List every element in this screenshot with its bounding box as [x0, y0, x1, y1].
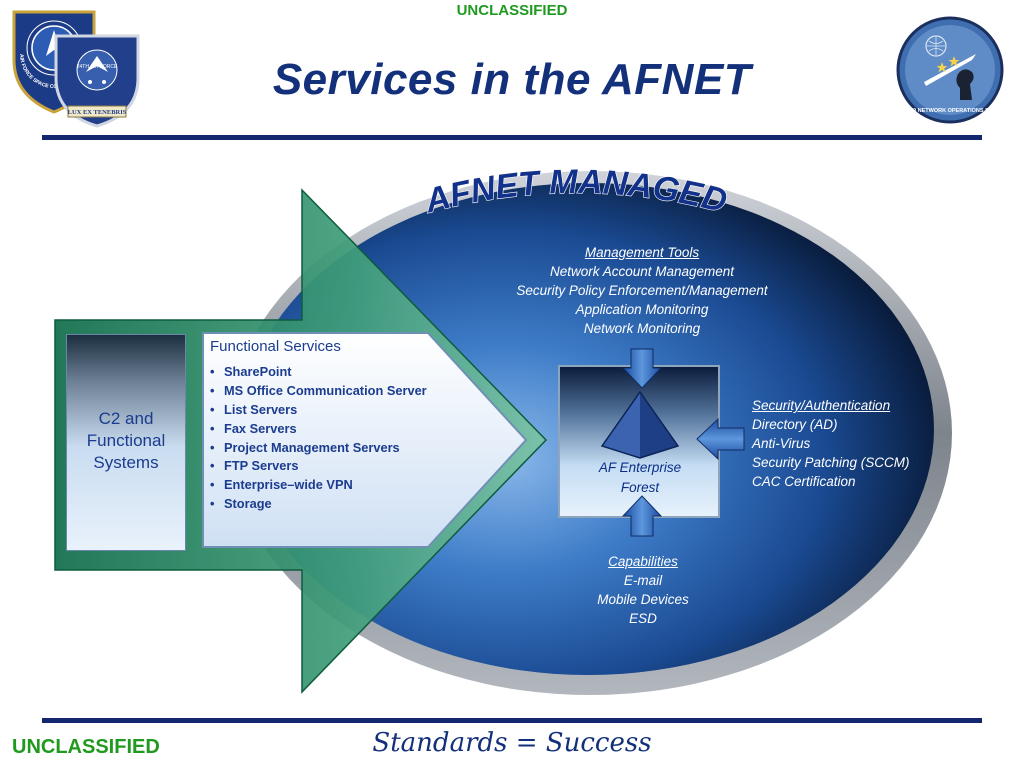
list-item: Network Monitoring — [583, 321, 701, 336]
top-divider — [42, 135, 982, 140]
network-operations-squadron-patch: 850 NETWORK OPERATIONS SQ — [896, 16, 1004, 124]
svg-text:24TH AIR FORCE: 24TH AIR FORCE — [77, 64, 118, 70]
list-item: Mobile Devices — [597, 592, 689, 607]
forest-pyramid-icon — [600, 390, 680, 459]
list-item: List Servers — [208, 401, 427, 420]
management-tools-block: Management Tools Network Account Managem… — [462, 243, 822, 338]
security-authentication-block: Security/Authentication Directory (AD) A… — [752, 396, 910, 491]
footer-slogan: Standards = Success — [372, 728, 652, 758]
svg-text:LUX EX TENEBRIS: LUX EX TENEBRIS — [68, 109, 127, 116]
list-item: Storage — [208, 495, 427, 514]
c2-functional-systems-label: C2 and Functional Systems — [86, 409, 166, 472]
list-item: Anti-Virus — [752, 436, 811, 451]
bottom-divider — [42, 718, 982, 723]
command-logos: AIR FORCE SPACE COMMAND 24TH AIR FORCE L… — [12, 10, 140, 128]
af-enterprise-forest-label: AF Enterprise Forest — [560, 458, 720, 498]
24th-air-force-seal: 24TH AIR FORCE LUX EX TENEBRIS — [54, 34, 140, 128]
functional-services-title: Functional Services — [210, 338, 341, 355]
list-item: Enterprise–wide VPN — [208, 476, 427, 495]
up-arrow-icon — [621, 495, 663, 537]
left-arrow-icon — [696, 417, 745, 461]
list-item: Network Account Management — [549, 264, 735, 279]
list-item: Security Patching (SCCM) — [752, 455, 910, 470]
list-item: MS Office Communication Server — [208, 382, 427, 401]
list-item: Directory (AD) — [752, 417, 838, 432]
classification-banner-top: UNCLASSIFIED — [456, 2, 568, 19]
list-item: Project Management Servers — [208, 439, 427, 458]
management-tools-heading: Management Tools — [584, 245, 700, 260]
capabilities-block: Capabilities E-mail Mobile Devices ESD — [548, 552, 738, 628]
c2-functional-systems-box — [66, 334, 186, 551]
forest-label-line: AF Enterprise — [598, 460, 682, 475]
svg-text:850 NETWORK OPERATIONS SQ: 850 NETWORK OPERATIONS SQ — [907, 108, 994, 114]
list-item: FTP Servers — [208, 457, 427, 476]
forest-label-line: Forest — [620, 480, 660, 495]
list-item: CAC Certification — [752, 474, 856, 489]
classification-banner-bottom: UNCLASSIFIED — [12, 736, 160, 758]
capabilities-heading: Capabilities — [608, 554, 678, 569]
list-item: SharePoint — [208, 363, 427, 382]
list-item: Application Monitoring — [575, 302, 709, 317]
list-item: ESD — [629, 611, 657, 626]
functional-services-list: SharePoint MS Office Communication Serve… — [208, 363, 427, 514]
slide-title: Services in the AFNET — [272, 55, 752, 104]
list-item: Security Policy Enforcement/Management — [516, 283, 768, 298]
list-item: E-mail — [623, 573, 663, 588]
afnet-managed-banner: AFNET MANAGED — [420, 168, 732, 221]
down-arrow-icon — [621, 348, 663, 389]
list-item: Fax Servers — [208, 420, 427, 439]
security-authentication-heading: Security/Authentication — [752, 398, 891, 413]
